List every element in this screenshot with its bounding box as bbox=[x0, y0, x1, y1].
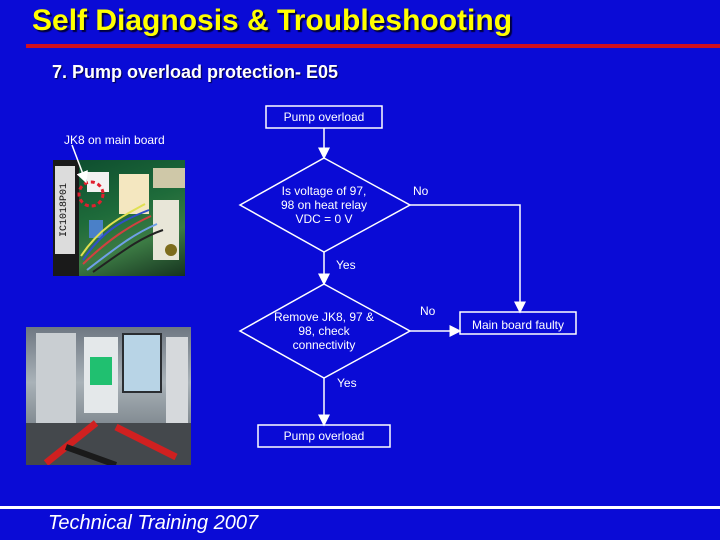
decision2-line-2: 98, check bbox=[298, 324, 350, 338]
title-divider bbox=[26, 44, 720, 48]
decision1-line-2: 98 on heat relay bbox=[280, 198, 368, 212]
decision1-no-label: No bbox=[413, 184, 429, 198]
heat-relay-photo bbox=[26, 327, 191, 465]
decision2-line-3: connectivity bbox=[292, 338, 356, 352]
page-title: Self Diagnosis & Troubleshooting bbox=[32, 4, 513, 37]
decision2-no-label: No bbox=[420, 304, 436, 318]
decision1-line-3: VDC = 0 V bbox=[295, 212, 353, 226]
footer-divider bbox=[0, 506, 720, 509]
decision1-label: Is voltage of 97, 98 on heat relay VDC =… bbox=[266, 184, 382, 226]
start-node-label: Pump overload bbox=[283, 110, 365, 124]
decision1-no-line bbox=[410, 204, 526, 314]
board-chip-text: IC1018P01 bbox=[59, 183, 70, 237]
main-board-photo: IC1018P01 bbox=[53, 160, 185, 276]
decision2-yes-label: Yes bbox=[337, 376, 357, 390]
board-pointer-arrow bbox=[71, 144, 88, 184]
fault-node-label: Main board faulty bbox=[471, 318, 565, 332]
fault-box bbox=[459, 311, 577, 335]
decision2-label: Remove JK8, 97 & 98, check connectivity bbox=[262, 310, 386, 352]
page-subtitle: 7. Pump overload protection- E05 bbox=[52, 62, 339, 82]
end-box bbox=[257, 424, 391, 448]
decision1-line-1: Is voltage of 97, bbox=[281, 184, 367, 198]
footer-text: Technical Training 2007 bbox=[48, 512, 259, 534]
decision2-line-1: Remove JK8, 97 & bbox=[273, 310, 375, 324]
decision1-yes-label: Yes bbox=[336, 258, 356, 272]
board-photo-label: JK8 on main board bbox=[64, 133, 165, 147]
end-node-label: Pump overload bbox=[283, 429, 365, 443]
